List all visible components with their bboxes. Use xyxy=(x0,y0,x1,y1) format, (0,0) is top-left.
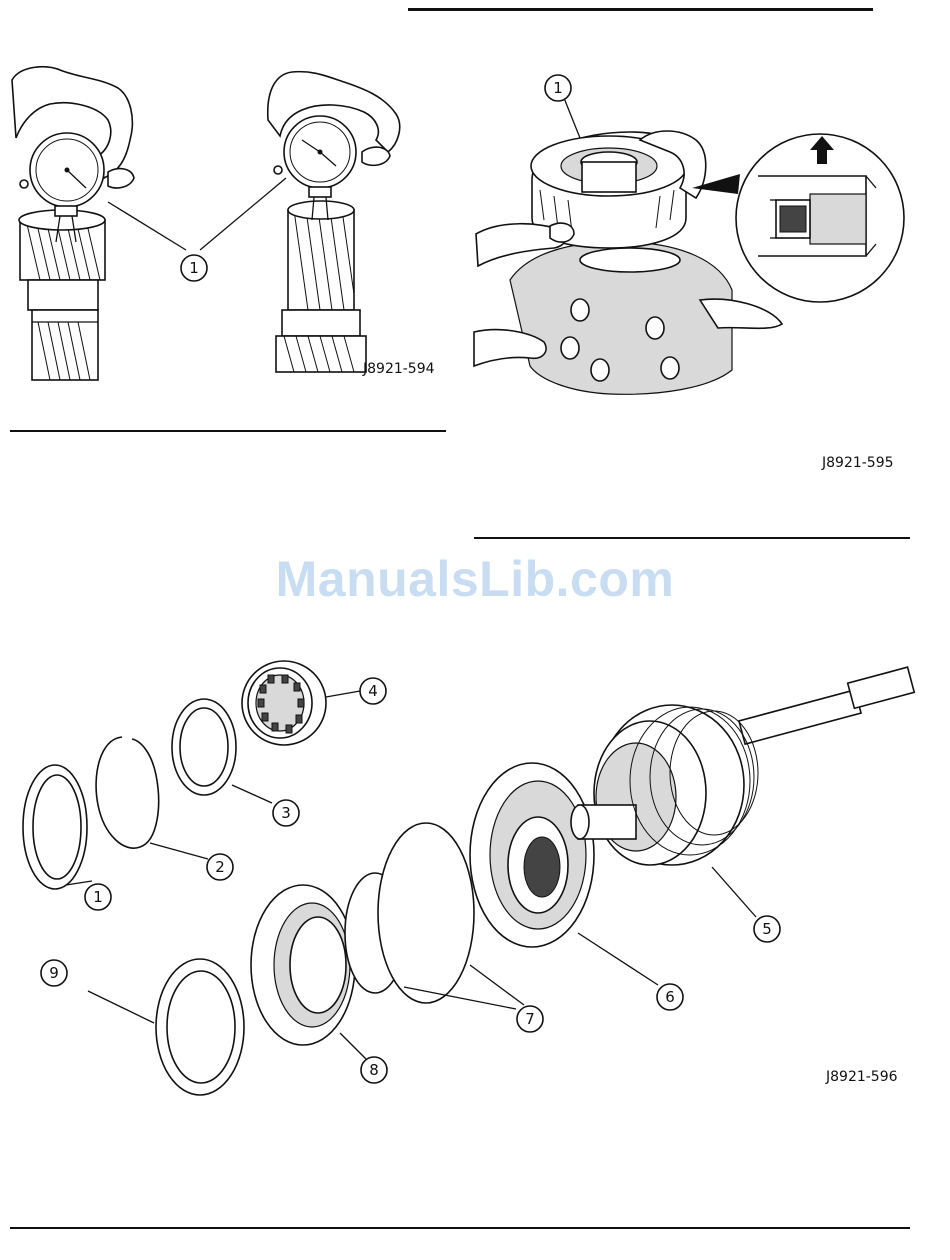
part-4-bearing xyxy=(242,661,326,745)
callout-1-label: 1 xyxy=(93,888,103,906)
figure-dial-indicator-code: J8921-594 xyxy=(363,361,435,377)
part-6-clutch-drum xyxy=(470,763,594,947)
figure-bearing-inset-code: J8921-595 xyxy=(822,455,894,471)
callout-4-label: 4 xyxy=(368,682,378,700)
callout-3-label: 3 xyxy=(281,804,291,822)
part-2-snap-ring xyxy=(96,737,159,848)
callout-7-label: 7 xyxy=(525,1010,535,1028)
callout-1-label: 1 xyxy=(189,259,199,277)
callout-1-label: 1 xyxy=(553,79,563,97)
part-3-retainer xyxy=(172,699,236,795)
figure1-bottom-rule xyxy=(10,430,446,432)
callout-6-label: 6 xyxy=(665,988,675,1006)
top-rule xyxy=(408,8,873,11)
figure-exploded-assembly-code: J8921-596 xyxy=(826,1069,898,1085)
part-7-seals xyxy=(345,823,474,1003)
figure-bearing-inset-illustration: 1 xyxy=(470,70,910,410)
part-1-thrust-plate xyxy=(23,765,87,889)
figure-exploded-assembly: 1 2 3 4 5 6 7 8 9 xyxy=(0,655,930,1110)
part-5-input-shaft-clutch xyxy=(571,667,914,865)
figure-dial-indicator-illustration: 1 xyxy=(0,60,450,390)
figure-exploded-assembly-illustration: 1 2 3 4 5 6 7 8 9 xyxy=(0,655,930,1110)
callout-5-label: 5 xyxy=(762,920,772,938)
callout-8-label: 8 xyxy=(369,1061,379,1079)
detail-inset xyxy=(736,134,904,302)
figure-dial-indicator: 1 xyxy=(0,60,450,390)
callout-9-label: 9 xyxy=(49,964,59,982)
page-bottom-rule xyxy=(10,1227,910,1229)
figure-bearing-inset: 1 xyxy=(470,70,910,410)
part-9-thrust-washer xyxy=(156,959,244,1095)
left-shaft xyxy=(19,210,105,380)
figure2-bottom-rule xyxy=(474,537,910,539)
watermark: ManualsLib.com xyxy=(0,550,950,608)
part-8-piston xyxy=(251,885,355,1045)
right-shaft xyxy=(276,201,366,372)
callout-2-label: 2 xyxy=(215,858,225,876)
